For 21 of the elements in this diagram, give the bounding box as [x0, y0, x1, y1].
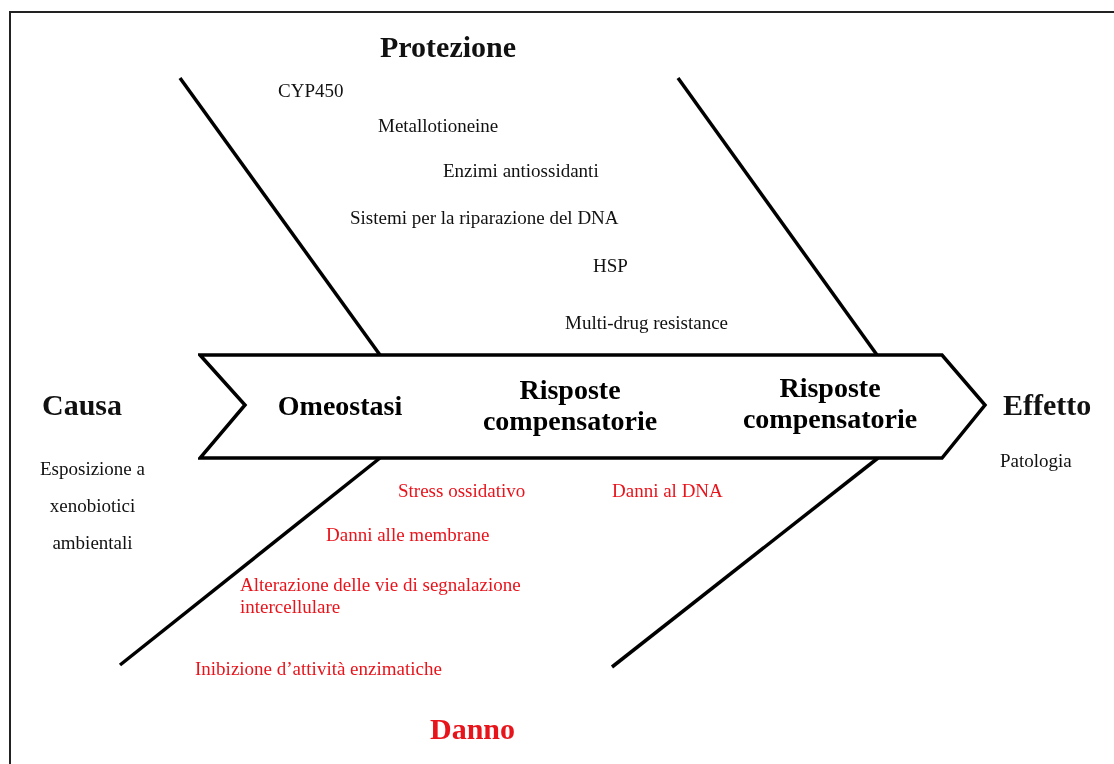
stage-label: Omeostasi — [276, 389, 404, 421]
list-item: HSP — [593, 255, 628, 277]
chevron-arrow-band — [198, 353, 988, 461]
section-heading: Danno — [430, 712, 516, 746]
list-item: Stress ossidativo — [398, 480, 526, 502]
list-item: Alterazione delle vie di segnalazione intercellulare — [240, 574, 522, 618]
list-item: CYP450 — [278, 80, 344, 102]
stage-label: Risposte compensatorie — [481, 374, 659, 436]
description-text: Patologia — [1000, 450, 1072, 472]
list-item: Inibizione d’attività enzimatiche — [195, 658, 442, 680]
list-item: Multi-drug resistance — [565, 312, 729, 334]
list-item: Danni alle membrane — [326, 524, 490, 546]
list-item: Metallotioneine — [378, 115, 499, 137]
list-item: Danni al DNA — [612, 480, 723, 502]
list-item: Sistemi per la riparazione del DNA — [350, 207, 619, 229]
list-item: Enzimi antiossidanti — [443, 160, 599, 182]
section-heading: Effetto — [1003, 388, 1092, 422]
section-heading: Protezione — [380, 30, 517, 64]
stage-label: Risposte compensatorie — [741, 372, 919, 434]
description-text: Esposizione a xenobiotici ambientali — [39, 457, 146, 555]
section-heading: Causa — [42, 388, 123, 422]
